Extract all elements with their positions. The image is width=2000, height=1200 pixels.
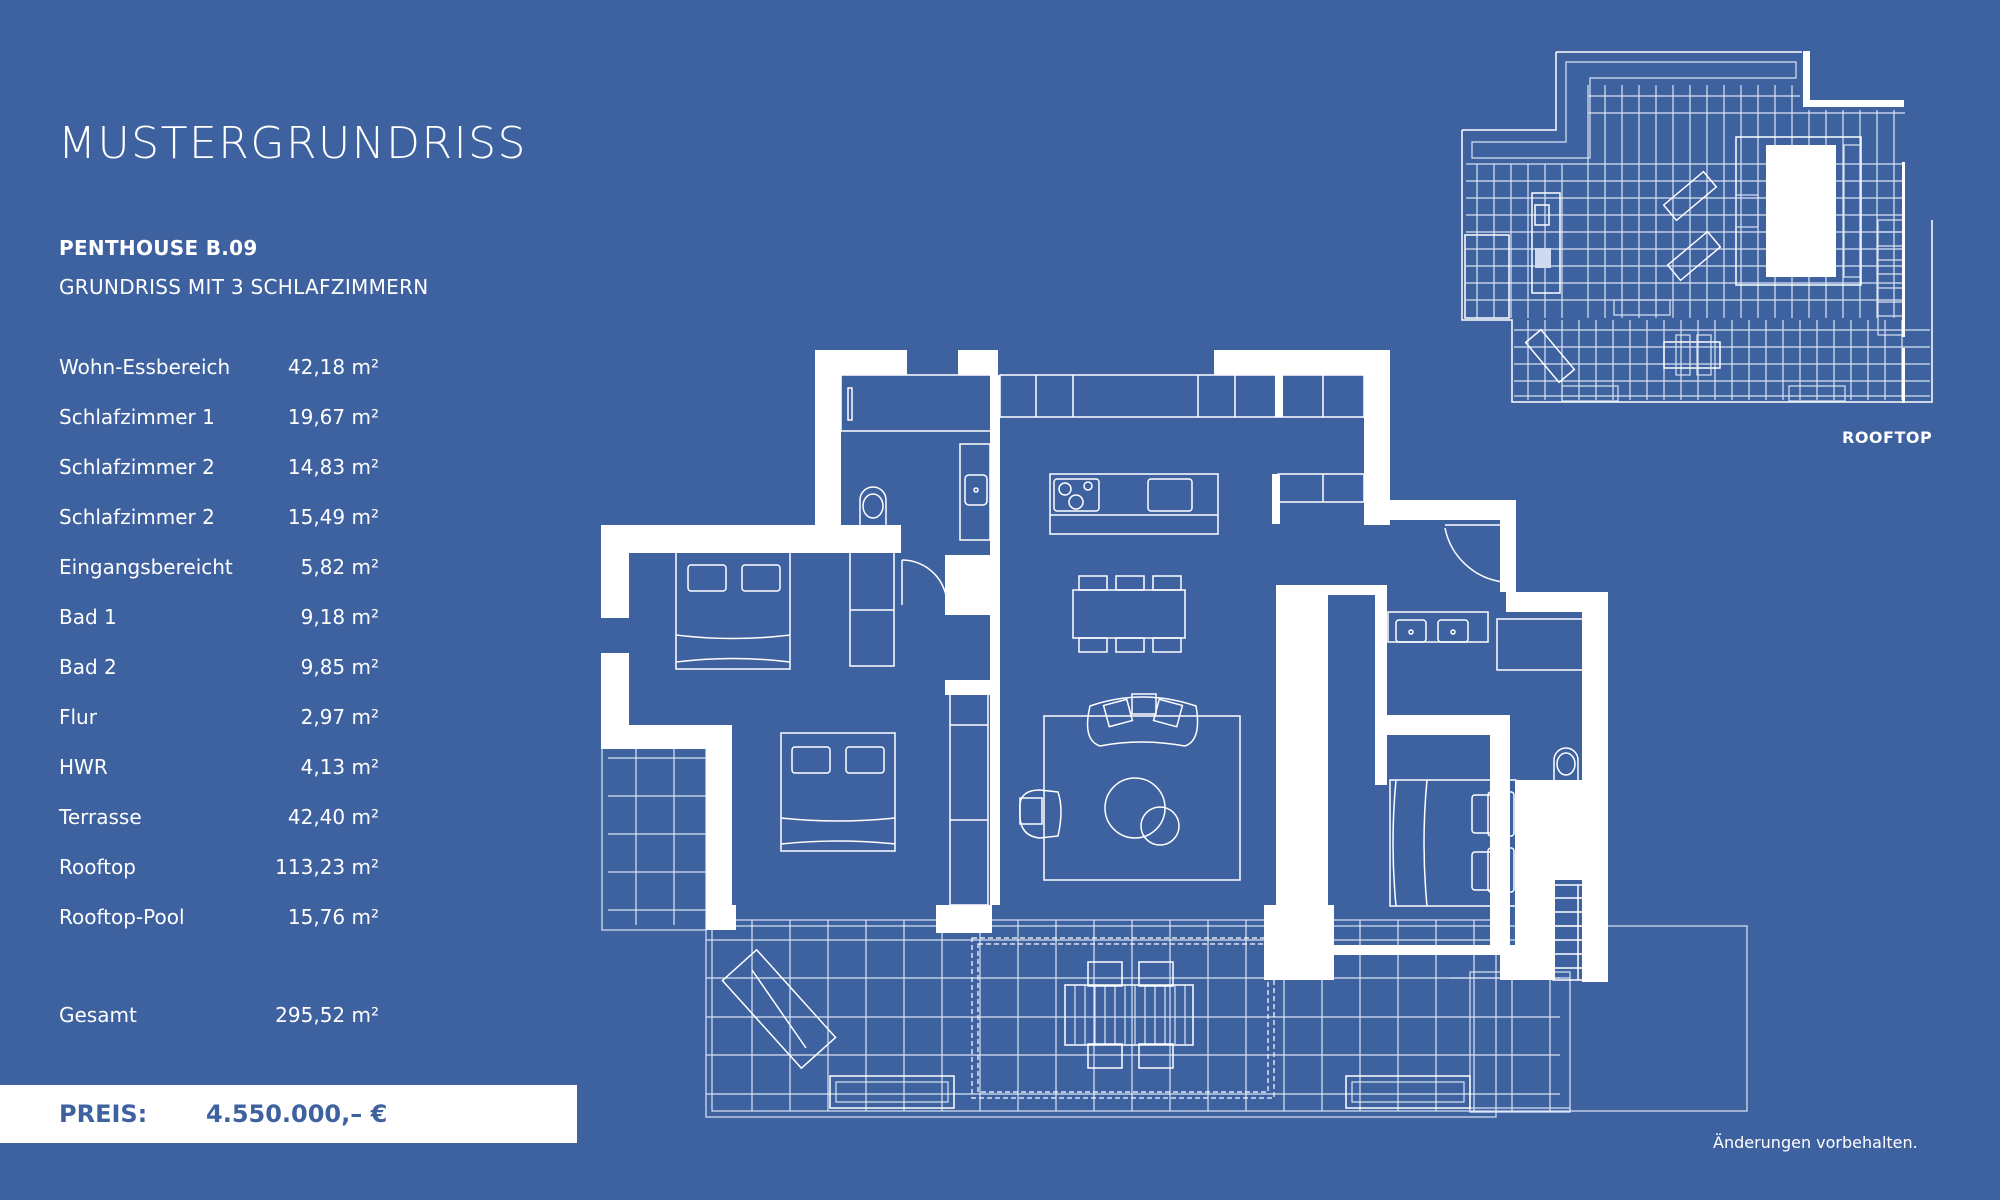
price-label: PREIS: [59,1100,148,1128]
planter-icon [1345,1075,1471,1109]
laundry-icon [1279,739,1293,791]
area-row: Bad 2 9,85 m² [59,652,379,702]
price-value: 4.550.000,– € [206,1100,388,1128]
total-label: Gesamt [59,1003,137,1027]
door-swing-icon [901,559,948,606]
sink-icon [959,443,991,541]
area-table: Wohn-Essbereich 42,18 m² Schlafzimmer 1 19… [59,352,379,952]
stairs-icon [1877,219,1904,336]
area-label: Wohn-Essbereich [59,355,231,379]
wardrobe-icon [849,551,895,667]
area-value: 15,76 m² [287,905,379,929]
outdoor-kitchen-icon [1531,192,1561,294]
disclaimer-note: Änderungen vorbehalten. [1713,1133,1918,1152]
area-row: HWR 4,13 m² [59,752,379,802]
area-value: 4,13 m² [300,755,379,779]
bed-icon [780,732,896,852]
area-label: Terrasse [59,805,142,829]
dining-table-icon [1064,961,1194,1069]
area-row: Bad 1 9,18 m² [59,602,379,652]
kitchen-island-icon [1049,473,1219,535]
area-value: 15,49 m² [287,505,379,529]
planter-icon [829,1075,955,1109]
door-swing-icon [1444,527,1504,583]
area-row: Wohn-Essbereich 42,18 m² [59,352,379,402]
area-row: Flur 2,97 m² [59,702,379,752]
unit-subtitle: GRUNDRISS MIT 3 SCHLAFZIMMERN [59,275,429,299]
total-value: 295,52 m² [275,1003,379,1027]
area-label: Schlafzimmer 2 [59,455,215,479]
bed-icon [1389,779,1517,907]
sun-lounger-icon [1524,170,1722,384]
bed-icon [675,550,791,670]
area-label: Rooftop [59,855,136,879]
pool-steps-icon [1735,194,1759,228]
area-label: Flur [59,705,97,729]
total-row: Gesamt 295,52 m² [59,1003,379,1027]
area-value: 14,83 m² [287,455,379,479]
dining-table-icon [1072,575,1186,653]
dining-table-icon [1663,341,1721,369]
main-plan [601,350,1748,1118]
planter-icon [1613,299,1671,316]
rooftop-label: ROOFTOP [1842,428,1933,447]
sofa-icon [1086,696,1199,747]
area-row: Schlafzimmer 2 15,49 m² [59,502,379,552]
armchair-icon [1019,789,1062,839]
terrace [601,734,1748,1118]
kitchen-counter [999,374,1365,418]
rooftop-wall [1803,51,1810,105]
area-row: Rooftop 113,23 m² [59,852,379,902]
sun-lounger-icon [721,948,837,1070]
area-label: Schlafzimmer 1 [59,405,215,429]
rooftop-wall [1803,100,1904,107]
area-row: Terrasse 42,40 m² [59,802,379,852]
area-label: Schlafzimmer 2 [59,505,215,529]
area-label: Bad 1 [59,605,117,629]
planter-icon [1471,61,1797,159]
walls [601,350,1608,982]
area-label: Rooftop-Pool [59,905,185,929]
rooms [675,374,1604,981]
unit-name: PENTHOUSE B.09 [59,236,258,260]
page-title: MUSTERGRUNDRISS [58,118,527,169]
toilet-icon [1553,747,1579,782]
area-value: 42,18 m² [287,355,379,379]
toilet-icon [859,486,887,526]
area-row: Eingangsbereicht 5,82 m² [59,552,379,602]
area-label: HWR [59,755,108,779]
area-value: 9,18 m² [300,605,379,629]
price-bar: PREIS: 4.550.000,– € [0,1085,577,1143]
area-row: Schlafzimmer 1 19,67 m² [59,402,379,452]
sink-icon [1395,619,1427,643]
area-label: Eingangsbereicht [59,555,233,579]
rooftop-plan [1461,51,1933,403]
area-value: 19,67 m² [287,405,379,429]
area-value: 5,82 m² [300,555,379,579]
area-row: Rooftop-Pool 15,76 m² [59,902,379,952]
area-row: Schlafzimmer 2 14,83 m² [59,452,379,502]
area-value: 113,23 m² [275,855,379,879]
area-value: 9,85 m² [300,655,379,679]
area-value: 2,97 m² [300,705,379,729]
area-label: Bad 2 [59,655,117,679]
rug [1043,715,1241,881]
area-value: 42,40 m² [287,805,379,829]
